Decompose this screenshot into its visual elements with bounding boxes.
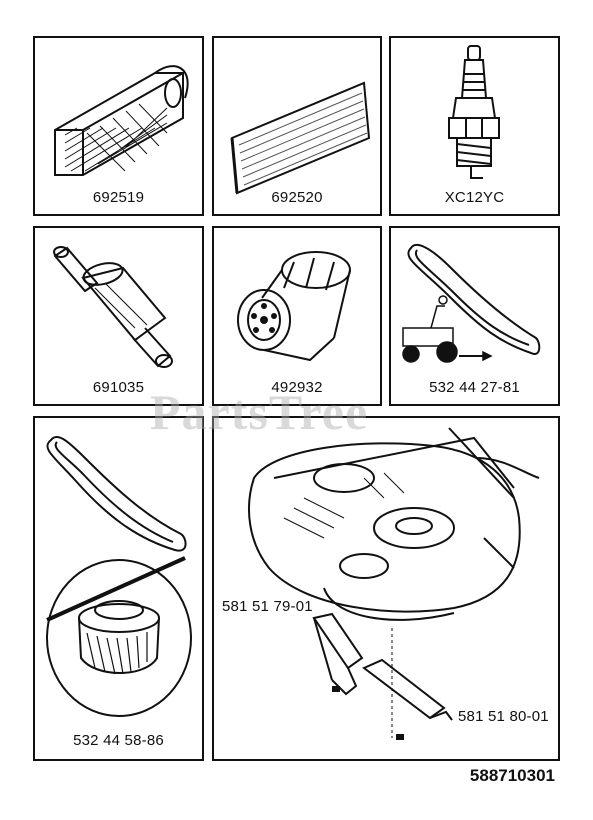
part-number-drive-belt: 532 44 27-81 — [429, 379, 520, 396]
panel-air-filter[interactable]: 692519 — [33, 36, 204, 216]
part-number-right-blade: 581 51 80-01 — [458, 708, 549, 725]
blade-bolt-icon — [332, 686, 404, 740]
panel-spark-plug[interactable]: XC12YC — [389, 36, 560, 216]
right-blade-icon — [362, 658, 453, 721]
panel-deck-belt-pulley[interactable]: 532 44 58-86 — [33, 416, 204, 761]
part-number-fuel-filter: 691035 — [92, 379, 145, 396]
part-number-spark-plug: XC12YC — [444, 189, 505, 206]
panel-fuel-filter[interactable]: 691035 — [33, 226, 204, 406]
document-number: 588710301 — [469, 766, 555, 785]
part-number-air-filter: 692519 — [92, 189, 145, 206]
panel-drive-belt[interactable]: 532 44 27-81 — [389, 226, 560, 406]
part-number-deck-belt-pulley: 532 44 58-86 — [73, 732, 164, 749]
mower-deck-diagram-icon — [248, 427, 540, 740]
spark-plug-icon — [448, 45, 500, 179]
lawn-tractor-icon — [402, 295, 493, 363]
deck-belt-pulley-icon — [46, 435, 192, 717]
left-blade-icon — [312, 612, 364, 696]
panel-oil-filter[interactable]: 492932 — [212, 226, 382, 406]
panel-pre-filter[interactable]: 692520 — [212, 36, 382, 216]
part-number-left-blade: 581 51 79-01 — [222, 598, 313, 615]
drive-belt-icon — [402, 243, 541, 363]
pre-filter-icon — [230, 81, 371, 195]
fuel-filter-icon — [53, 246, 173, 368]
oil-filter-icon — [237, 251, 351, 362]
part-number-pre-filter: 692520 — [271, 189, 323, 206]
air-filter-icon — [54, 65, 189, 176]
part-number-oil-filter: 492932 — [271, 379, 323, 396]
panel-mower-deck[interactable]: 581 51 79-01 581 51 80-01 — [212, 416, 560, 761]
